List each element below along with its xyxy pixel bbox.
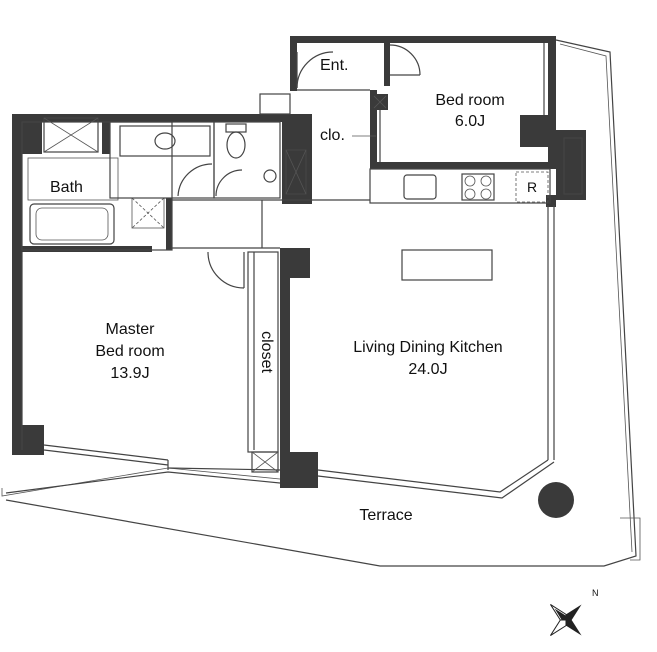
label-bath: Bath <box>50 179 83 196</box>
label-closet-small: clo. <box>320 127 345 144</box>
wall-pillar-right <box>556 130 586 200</box>
wall-pillar-bedroom <box>520 115 556 147</box>
wall-corner-bottom-left <box>12 425 44 455</box>
terrace-outline <box>1 39 641 567</box>
wall-bedroom-right <box>548 36 556 166</box>
wall-master-top <box>22 246 152 252</box>
label-master-line2: Bed room <box>95 343 164 360</box>
kitchen-counter <box>369 168 551 204</box>
wall-entrance-left <box>290 36 297 91</box>
label-closet: closet <box>258 331 275 373</box>
wall-entrance-divider <box>384 36 390 86</box>
wc-basin <box>263 169 277 183</box>
door-arc-entrance <box>296 51 334 89</box>
label-master-line1: Master <box>106 321 156 338</box>
wall-bedroom-bottom <box>370 162 556 169</box>
walls <box>12 36 586 488</box>
label-ldk-name: Living Dining Kitchen <box>353 339 502 356</box>
bath-vent <box>43 117 99 153</box>
wall-ldk-left <box>280 248 290 480</box>
sink <box>154 132 176 150</box>
label-master-size: 13.9J <box>110 365 149 382</box>
label-terrace: Terrace <box>359 507 412 524</box>
kitchen-sink <box>403 174 437 200</box>
vanity <box>119 125 211 157</box>
toilet <box>226 131 246 159</box>
closet-shaft <box>251 451 279 473</box>
entrance-step <box>259 93 291 115</box>
label-refrigerator: R <box>527 179 537 195</box>
label-ldk-size: 24.0J <box>408 361 447 378</box>
door-arc-wash <box>177 163 213 197</box>
wall-pillar-bottom <box>280 452 318 488</box>
compass: N <box>550 588 599 636</box>
fridge-space <box>515 171 549 203</box>
interior-lines <box>21 43 583 518</box>
bath-tiles <box>27 157 119 201</box>
balcony-post <box>563 137 583 195</box>
wall-top-bath <box>22 114 292 122</box>
label-entrance: Ent. <box>320 57 348 74</box>
door-arc-wc <box>215 169 243 197</box>
wall-left <box>12 114 22 454</box>
label-bedroom-name: Bed room <box>435 92 504 109</box>
wc <box>213 121 281 199</box>
bathtub <box>29 203 115 245</box>
bath-block <box>21 121 173 251</box>
wall-stub-right <box>546 195 556 207</box>
label-bedroom-size: 6.0J <box>455 113 485 130</box>
wall-pillar-bath <box>102 114 110 154</box>
door-arc-bedroom <box>389 44 421 76</box>
kitchen-stove <box>461 173 495 201</box>
ac-unit <box>538 482 574 518</box>
wall-top-entrance <box>290 36 556 43</box>
wall-shaft <box>282 114 312 204</box>
wall-hall-left <box>166 198 172 250</box>
kitchen-island <box>401 249 493 281</box>
compass-north-label: N <box>592 588 599 598</box>
door-arc-master <box>207 251 245 289</box>
shaft-cross <box>285 149 307 195</box>
wall-closet <box>370 90 377 168</box>
